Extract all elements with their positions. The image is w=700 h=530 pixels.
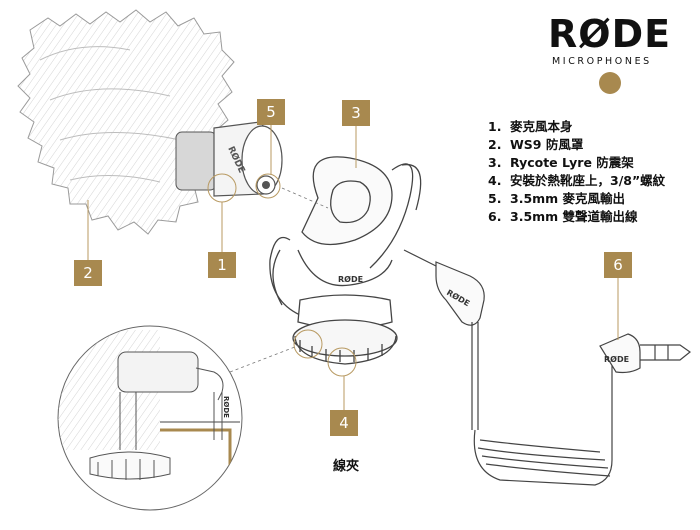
callout-1-badge: 1 — [208, 252, 236, 278]
mount-logo: RØDE — [338, 274, 363, 284]
legend-item: 3.Rycote Lyre 防震架 — [488, 155, 634, 170]
callout-5-badge: 5 — [257, 99, 285, 125]
legend-item: 1.麥克風本身 — [488, 119, 573, 134]
windshield — [17, 9, 235, 235]
guide-lines — [229, 187, 329, 373]
output-cable: RØDE RØDE — [403, 249, 692, 486]
brand-dot — [599, 72, 621, 94]
callout-3-badge: 3 — [342, 100, 370, 126]
legend-item: 5.3.5mm 麥克風輸出 — [488, 191, 626, 206]
callout-2-badge: 2 — [74, 260, 102, 286]
brand-tagline: MICROPHONES — [552, 56, 652, 67]
right-plug-logo: RØDE — [604, 354, 629, 364]
legend-item: 2.WS9 防風罩 — [488, 137, 584, 152]
inset-detail: RØDE — [57, 325, 243, 511]
callout-6-badge: 6 — [604, 252, 632, 278]
callout-leaders — [87, 125, 619, 410]
legend-item: 4.安裝於熱靴座上，3/8”螺紋 — [488, 173, 666, 188]
clip-caption: 線夾 — [333, 459, 360, 474]
shock-mount: RØDE — [269, 156, 422, 377]
inset-plug-logo: RØDE — [222, 396, 230, 418]
microphone-body: RØDE — [175, 121, 283, 203]
brand-wordmark: RØDE — [548, 12, 672, 56]
legend-item: 6.3.5mm 雙聲道輸出線 — [488, 209, 638, 224]
parts-legend: 1.麥克風本身 2.WS9 防風罩 3.Rycote Lyre 防震架 4.安裝… — [488, 118, 665, 226]
callout-4-badge: 4 — [330, 410, 358, 436]
